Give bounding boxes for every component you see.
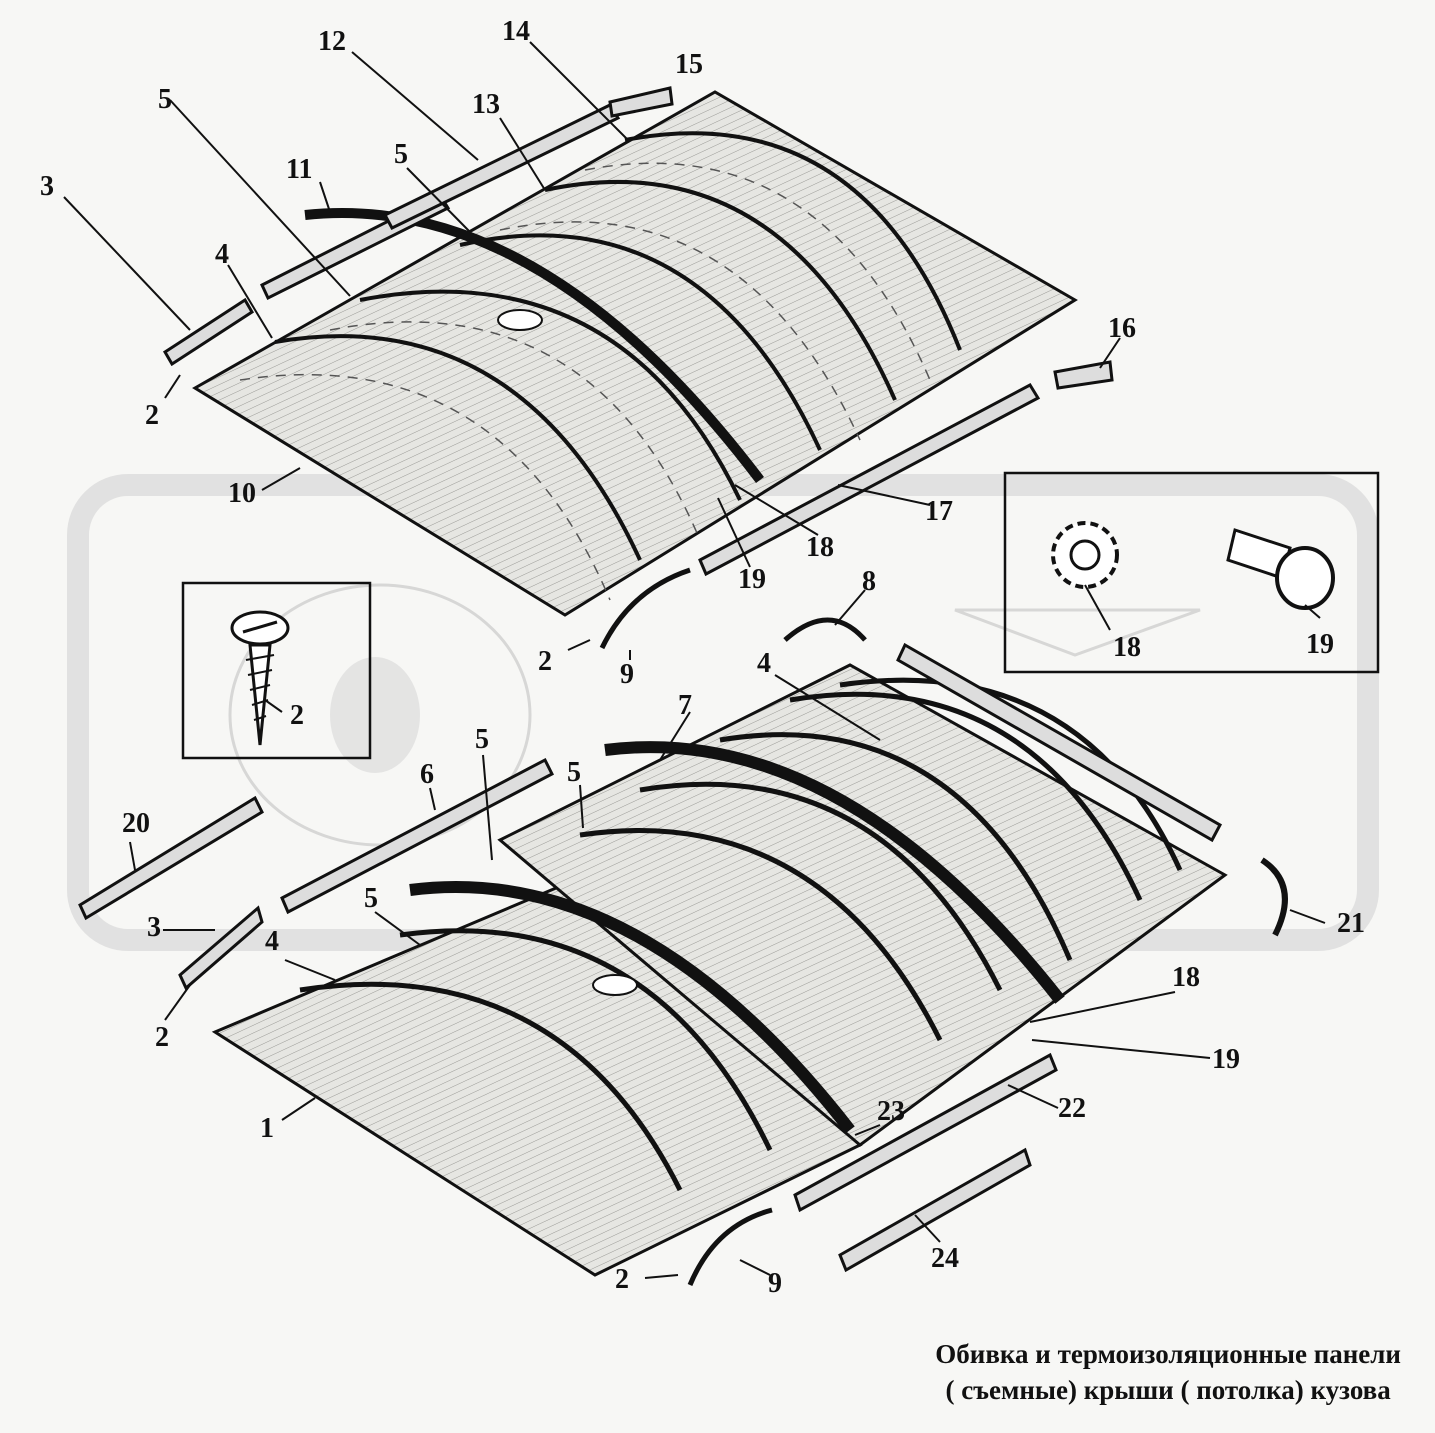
- callout-20: 20: [122, 808, 150, 839]
- callout-labels: 1 2 2 2 2 2 3 3 4 4 4 5 5 5 5 5 6 7 8 9 …: [40, 16, 1365, 1299]
- callout-19: 19: [1306, 629, 1334, 660]
- upper-side-strips: [162, 86, 1114, 650]
- callout-3: 3: [40, 171, 54, 202]
- callout-16: 16: [1108, 313, 1136, 344]
- callout-18: 18: [1172, 962, 1200, 993]
- callout-2: 2: [155, 1022, 169, 1053]
- callout-14: 14: [502, 16, 530, 47]
- callout-6: 6: [420, 759, 434, 790]
- callout-5: 5: [567, 757, 581, 788]
- callout-4: 4: [757, 648, 771, 679]
- callout-4: 4: [215, 239, 229, 270]
- screw-detail-inset: [181, 581, 372, 760]
- callout-17: 17: [925, 496, 953, 527]
- callout-5: 5: [475, 724, 489, 755]
- upper-roof-panel: [192, 90, 1078, 617]
- callout-7: 7: [678, 690, 692, 721]
- callout-4: 4: [265, 926, 279, 957]
- callout-13: 13: [472, 89, 500, 120]
- washer-bolt-detail-inset: [1003, 471, 1380, 674]
- caption-line-2: ( съемные) крыши ( потолка) кузова: [945, 1375, 1391, 1405]
- callout-8: 8: [862, 566, 876, 597]
- callout-19: 19: [1212, 1044, 1240, 1075]
- callout-10: 10: [228, 478, 256, 509]
- callout-3: 3: [147, 912, 161, 943]
- callout-12: 12: [318, 26, 346, 57]
- lower-roof-panel: [211, 663, 1228, 1277]
- callout-19: 19: [738, 564, 766, 595]
- callout-2: 2: [538, 646, 552, 677]
- callout-9: 9: [768, 1268, 782, 1299]
- leader-lines: [63, 41, 1326, 1279]
- callout-15: 15: [675, 49, 703, 80]
- callout-9: 9: [620, 659, 634, 690]
- callout-5: 5: [364, 883, 378, 914]
- callout-2: 2: [290, 700, 304, 731]
- callout-1: 1: [260, 1113, 274, 1144]
- figure-caption: Обивка и термоизоляционные панели ( съем…: [935, 1336, 1401, 1408]
- caption-line-1: Обивка и термоизоляционные панели: [935, 1339, 1401, 1369]
- callout-2: 2: [145, 400, 159, 431]
- callout-22: 22: [1058, 1093, 1086, 1124]
- callout-5: 5: [158, 84, 172, 115]
- callout-18: 18: [806, 532, 834, 563]
- callout-21: 21: [1337, 908, 1365, 939]
- callout-5: 5: [394, 139, 408, 170]
- callout-11: 11: [286, 154, 312, 185]
- callout-18: 18: [1113, 632, 1141, 663]
- callout-24: 24: [931, 1243, 959, 1274]
- callout-2: 2: [615, 1264, 629, 1295]
- callout-23: 23: [877, 1096, 905, 1127]
- lower-side-strips: [78, 617, 1288, 1286]
